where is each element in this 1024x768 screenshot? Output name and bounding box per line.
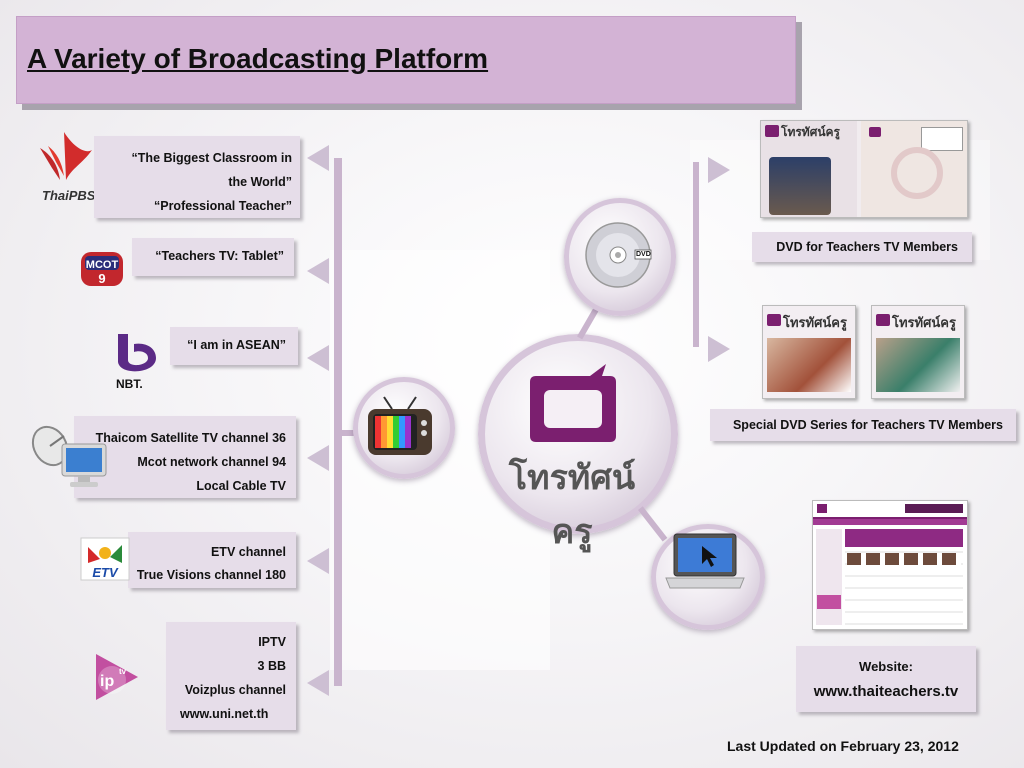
platform-text: “I am in ASEAN” [187, 338, 286, 352]
page-title: A Variety of Broadcasting Platform [27, 43, 489, 74]
platform-text: Mcot network channel 94 [137, 455, 286, 469]
website-label-box: Website: www.thaiteachers.tv [796, 646, 976, 712]
platform-box-asean: “I am in ASEAN” [170, 327, 298, 365]
website-url[interactable]: www.thaiteachers.tv [813, 683, 959, 700]
dvd-series-label: Special DVD Series for Teachers TV Membe… [732, 418, 1003, 432]
platform-text: “The Biggest Classroom in [131, 151, 292, 165]
platform-text: Thaicom Satellite TV channel 36 [95, 431, 286, 445]
cover-logo [876, 314, 890, 326]
platform-text: ETV channel [210, 545, 286, 559]
platform-box-iptv: IPTV 3 BB Voizplus channel www.uni.net.t… [166, 622, 296, 730]
site-banner [905, 504, 963, 513]
site-sidebar [816, 529, 842, 625]
dvd-label: DVD for Teachers TV Members [776, 240, 958, 254]
left-connector-line [334, 158, 342, 686]
site-thumbs [847, 553, 961, 565]
pointer-arrow [307, 345, 329, 371]
pointer-arrow [307, 445, 329, 471]
cover-brand: โทรทัศน์ครู [892, 315, 956, 330]
svg-text:NBT.: NBT. [116, 377, 143, 391]
cover-photo [769, 157, 831, 215]
teachers-tv-logo [530, 364, 616, 442]
cover-brand: โทรทัศน์ครู [783, 315, 847, 330]
platform-box-etv: ETV channel True Visions channel 180 [128, 532, 296, 588]
svg-text:MCOT: MCOT [86, 259, 119, 271]
right-connector-line [693, 162, 699, 347]
svg-text:ThaiPBS: ThaiPBS [42, 188, 94, 203]
svg-text:ip: ip [100, 673, 114, 690]
pointer-arrow [307, 258, 329, 284]
title-banner: A Variety of Broadcasting Platform [16, 16, 796, 104]
svg-text:tv: tv [119, 667, 127, 676]
dvd-cover-front: โทรทัศน์ครู [761, 121, 857, 217]
cover-logo [767, 314, 781, 326]
pointer-arrow [708, 336, 730, 362]
etv-logo: ETV [80, 537, 130, 581]
cover-photo [767, 338, 851, 392]
television-icon [368, 396, 432, 455]
dvd-cover-back [861, 121, 967, 217]
dvd-series-cover-2: โทรทัศน์ครู [871, 305, 965, 399]
laptop-circle [651, 524, 765, 630]
pointer-arrow [708, 157, 730, 183]
tv-circle [353, 377, 455, 479]
laptop-icon [665, 533, 745, 589]
platform-box-thaipbs: “The Biggest Classroom in the World” “Pr… [94, 136, 300, 218]
dvd-badge: DVD [636, 251, 651, 258]
dvd-series-label-box: Special DVD Series for Teachers TV Membe… [710, 409, 1016, 441]
platform-text: www.uni.net.th [180, 707, 269, 721]
cover-emblem [891, 147, 943, 199]
cover-logo [817, 504, 827, 513]
cover-photo [876, 338, 960, 392]
pointer-arrow [307, 548, 329, 574]
cover-logo [765, 125, 779, 137]
platform-text: IPTV [258, 635, 286, 649]
dvd-disc-icon [585, 222, 652, 288]
dvd-cover-image: โทรทัศน์ครู [760, 120, 968, 218]
site-nav [813, 519, 967, 525]
platform-text: “Professional Teacher” [153, 199, 292, 213]
site-feature [845, 529, 963, 547]
website-title: Website: [859, 659, 913, 674]
satellite-icon [31, 425, 107, 487]
pointer-arrow [307, 145, 329, 171]
svg-text:ETV: ETV [92, 565, 119, 580]
platform-text: “Teachers TV: Tablet” [155, 249, 284, 263]
site-promo [817, 595, 841, 609]
platform-text: the World” [228, 175, 292, 189]
dvd-label-box: DVD for Teachers TV Members [752, 232, 972, 262]
platform-text: True Visions channel 180 [136, 568, 286, 582]
dvd-series-cover-1: โทรทัศน์ครู [762, 305, 856, 399]
cover-logo [869, 127, 881, 137]
platform-text: 3 BB [257, 659, 286, 673]
channel9-logo: MCOT 9 [81, 252, 123, 286]
platform-box-satellite: Thaicom Satellite TV channel 36 Mcot net… [74, 416, 296, 498]
cover-brand: โทรทัศน์ครู [781, 125, 841, 139]
platform-text: Local Cable TV [196, 479, 286, 493]
iptv-logo: ip tv [96, 654, 138, 700]
thaipbs-logo: ThaiPBS [40, 132, 94, 203]
platform-box-tablet: “Teachers TV: Tablet” [132, 238, 294, 276]
cover-text-block [921, 127, 963, 151]
website-screenshot [812, 500, 968, 630]
svg-text:9: 9 [98, 271, 105, 286]
site-header [813, 501, 967, 519]
nbt-logo: NBT. [116, 334, 156, 391]
platform-text: Voizplus channel [184, 683, 286, 697]
pointer-arrow [307, 670, 329, 696]
brand-name: โทรทัศน์ครู [508, 459, 636, 551]
last-updated: Last Updated on February 23, 2012 [727, 738, 959, 754]
